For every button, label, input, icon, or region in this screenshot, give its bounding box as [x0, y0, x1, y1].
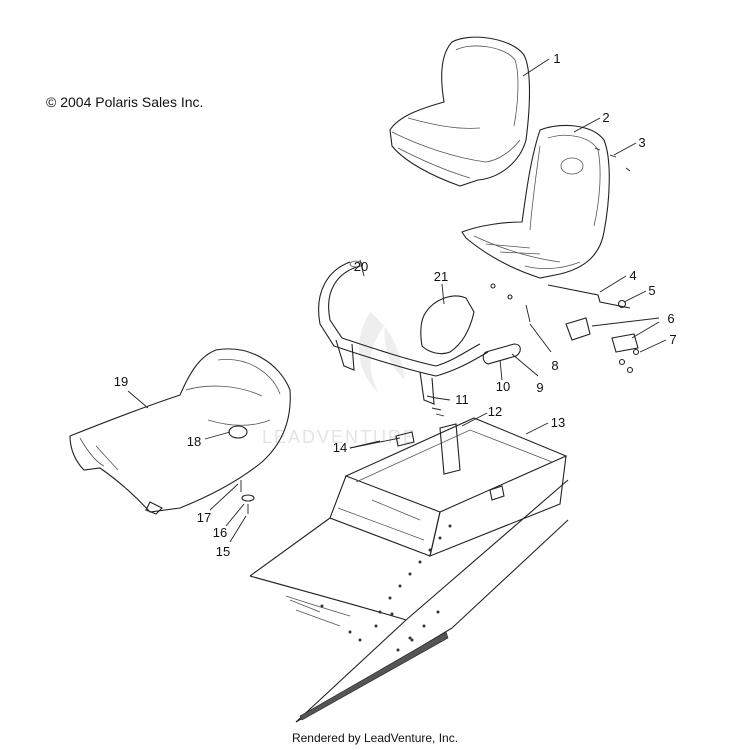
callout-9: 9 — [536, 380, 543, 395]
callout-13: 13 — [551, 415, 565, 430]
part-18-badge — [228, 425, 248, 439]
part-8-bolt — [490, 283, 531, 323]
footer-credit: Rendered by LeadVenture, Inc. — [291, 731, 459, 745]
callout-19: 19 — [114, 374, 128, 389]
callout-6: 6 — [667, 311, 674, 326]
callout-16: 16 — [213, 525, 227, 540]
callout-8: 8 — [551, 358, 558, 373]
callout-15: 15 — [216, 544, 230, 559]
copyright-notice: © 2004 Polaris Sales Inc. — [46, 94, 204, 110]
callout-21: 21 — [434, 269, 448, 284]
chassis-tunnel — [249, 479, 569, 723]
part-2-seat-back-shell — [461, 124, 610, 279]
part-10-spacer-tube — [482, 343, 521, 365]
part-5-nut — [617, 299, 627, 309]
callout-1: 1 — [553, 51, 560, 66]
callout-4: 4 — [629, 268, 636, 283]
callout-14: 14 — [333, 440, 347, 455]
callouts: 1 2 3 4 5 6 7 8 9 10 11 12 13 14 15 16 1… — [114, 51, 677, 559]
callout-5: 5 — [648, 283, 655, 298]
part-4-rod — [547, 284, 631, 309]
part-11-screws — [426, 395, 445, 417]
callout-18: 18 — [187, 434, 201, 449]
callout-11: 11 — [455, 392, 469, 407]
part-7-fasteners — [618, 348, 640, 374]
callout-3: 3 — [638, 135, 645, 150]
part-12-13-storage-box — [329, 417, 568, 557]
part-3-screws — [594, 147, 631, 172]
watermark-logo — [358, 312, 405, 392]
callout-7: 7 — [669, 332, 676, 347]
callout-12: 12 — [488, 404, 502, 419]
callout-20: 20 — [354, 259, 368, 274]
part-19-seat — [69, 348, 291, 515]
part-15-17-fasteners — [240, 480, 255, 514]
callout-17: 17 — [197, 510, 211, 525]
callout-10: 10 — [496, 379, 510, 394]
leader-lines — [127, 58, 667, 543]
part-6-brackets — [565, 317, 639, 353]
callout-2: 2 — [602, 110, 609, 125]
part-1-backrest-cushion — [389, 36, 531, 187]
part-20-grab-handle — [318, 260, 489, 405]
part-21-pad — [420, 295, 475, 355]
